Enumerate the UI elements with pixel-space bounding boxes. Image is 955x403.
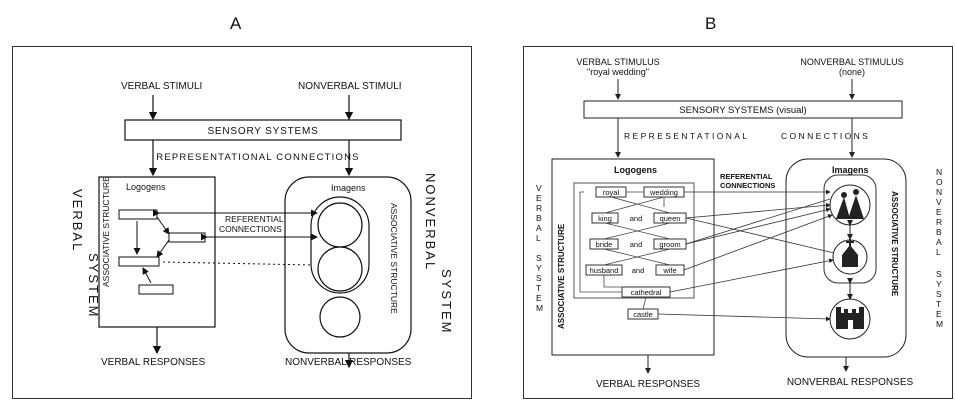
nonverbal-system-word-2: SYSTEM: [439, 269, 454, 334]
b-referential-label-2: CONNECTIONS: [720, 181, 775, 190]
word-royal: royal: [603, 188, 620, 197]
associative-structure-left-label: ASSOCIATIVE STRUCTURE: [101, 176, 111, 287]
nonverbal-stimulus-label: NONVERBAL STIMULUS: [800, 57, 903, 67]
panel-a: VERBAL STIMULI NONVERBAL STIMULI SENSORY…: [12, 46, 472, 399]
imagen-circle-2: [318, 247, 362, 291]
b-representational-label: REPRESENTATIONAL: [624, 131, 749, 141]
word-castle: castle: [633, 310, 653, 319]
nonverbal-responses-label: NONVERBAL RESPONSES: [285, 357, 412, 368]
associative-structure-right-label: ASSOCIATIVE STRUCTURE: [389, 203, 399, 314]
verbal-system-word-2: SYSTEM: [86, 253, 101, 318]
verbal-responses-label: VERBAL RESPONSES: [101, 357, 205, 368]
b-connections-label: CONNECTIONS: [781, 131, 870, 141]
verbal-stimuli-label: VERBAL STIMULI: [121, 81, 202, 92]
b-imagens-label: Imagens: [832, 165, 869, 175]
word-king: king: [598, 214, 612, 223]
logogen-box-3: [119, 257, 159, 266]
b-sensory-systems-label: SENSORY SYSTEMS (visual): [679, 105, 806, 116]
nonverbal-system-word-1: NONVERBAL: [423, 173, 438, 271]
imagens-label: Imagens: [331, 183, 366, 193]
b-verbal-system-box: [552, 159, 714, 355]
word-husband: husband: [590, 266, 619, 275]
verbal-system-box: [99, 177, 215, 327]
referential-label-1: REFERENTIAL: [225, 214, 284, 224]
word-wife: wife: [662, 266, 676, 275]
logogens-label: Logogens: [126, 182, 166, 192]
word-bride: bride: [596, 240, 613, 249]
imagen-circle-1: [318, 203, 362, 247]
panel-a-diagram: VERBAL STIMULI NONVERBAL STIMULI SENSORY…: [13, 47, 471, 398]
b-referential-label-1: REFERENTIAL: [720, 172, 773, 181]
word-cathedral: cathedral: [631, 288, 662, 297]
representational-connections-label: REPRESENTATIONAL CONNECTIONS: [156, 152, 359, 163]
nonverbal-stimulus-example: (none): [839, 67, 865, 77]
imagen-circle-3: [320, 297, 360, 337]
word-and-2: and: [630, 240, 643, 249]
word-groom: groom: [659, 240, 680, 249]
verbal-stimulus-label: VERBAL STIMULUS: [576, 57, 659, 67]
panel-b-diagram: VERBAL STIMULUS "royal wedding" NONVERBA…: [524, 47, 952, 398]
word-and-1: and: [630, 214, 643, 223]
logogen-box-2: [169, 233, 205, 242]
panel-b: VERBAL STIMULUS "royal wedding" NONVERBA…: [523, 46, 953, 399]
logogen-box-4: [139, 285, 173, 294]
logogen-box-1: [119, 210, 157, 219]
sensory-systems-label: SENSORY SYSTEMS: [207, 126, 318, 137]
b-logogens-label: Logogens: [614, 165, 657, 175]
nonverbal-stimuli-label: NONVERBAL STIMULI: [298, 81, 402, 92]
b-associative-structure-right: ASSOCIATIVE STRUCTURE: [890, 191, 899, 297]
word-queen: queen: [660, 214, 681, 223]
panel-b-letter: B: [705, 14, 716, 34]
b-verbal-responses-label: VERBAL RESPONSES: [596, 379, 700, 390]
b-associative-structure-left: ASSOCIATIVE STRUCTURE: [557, 223, 566, 329]
panel-a-letter: A: [230, 14, 241, 34]
verbal-stimulus-example: "royal wedding": [587, 67, 649, 77]
b-nonverbal-responses-label: NONVERBAL RESPONSES: [787, 377, 914, 388]
word-wedding: wedding: [649, 188, 678, 197]
word-and-3: and: [632, 266, 645, 275]
referential-label-2: CONNECTIONS: [219, 224, 282, 234]
verbal-system-word-1: VERBAL: [70, 189, 85, 252]
